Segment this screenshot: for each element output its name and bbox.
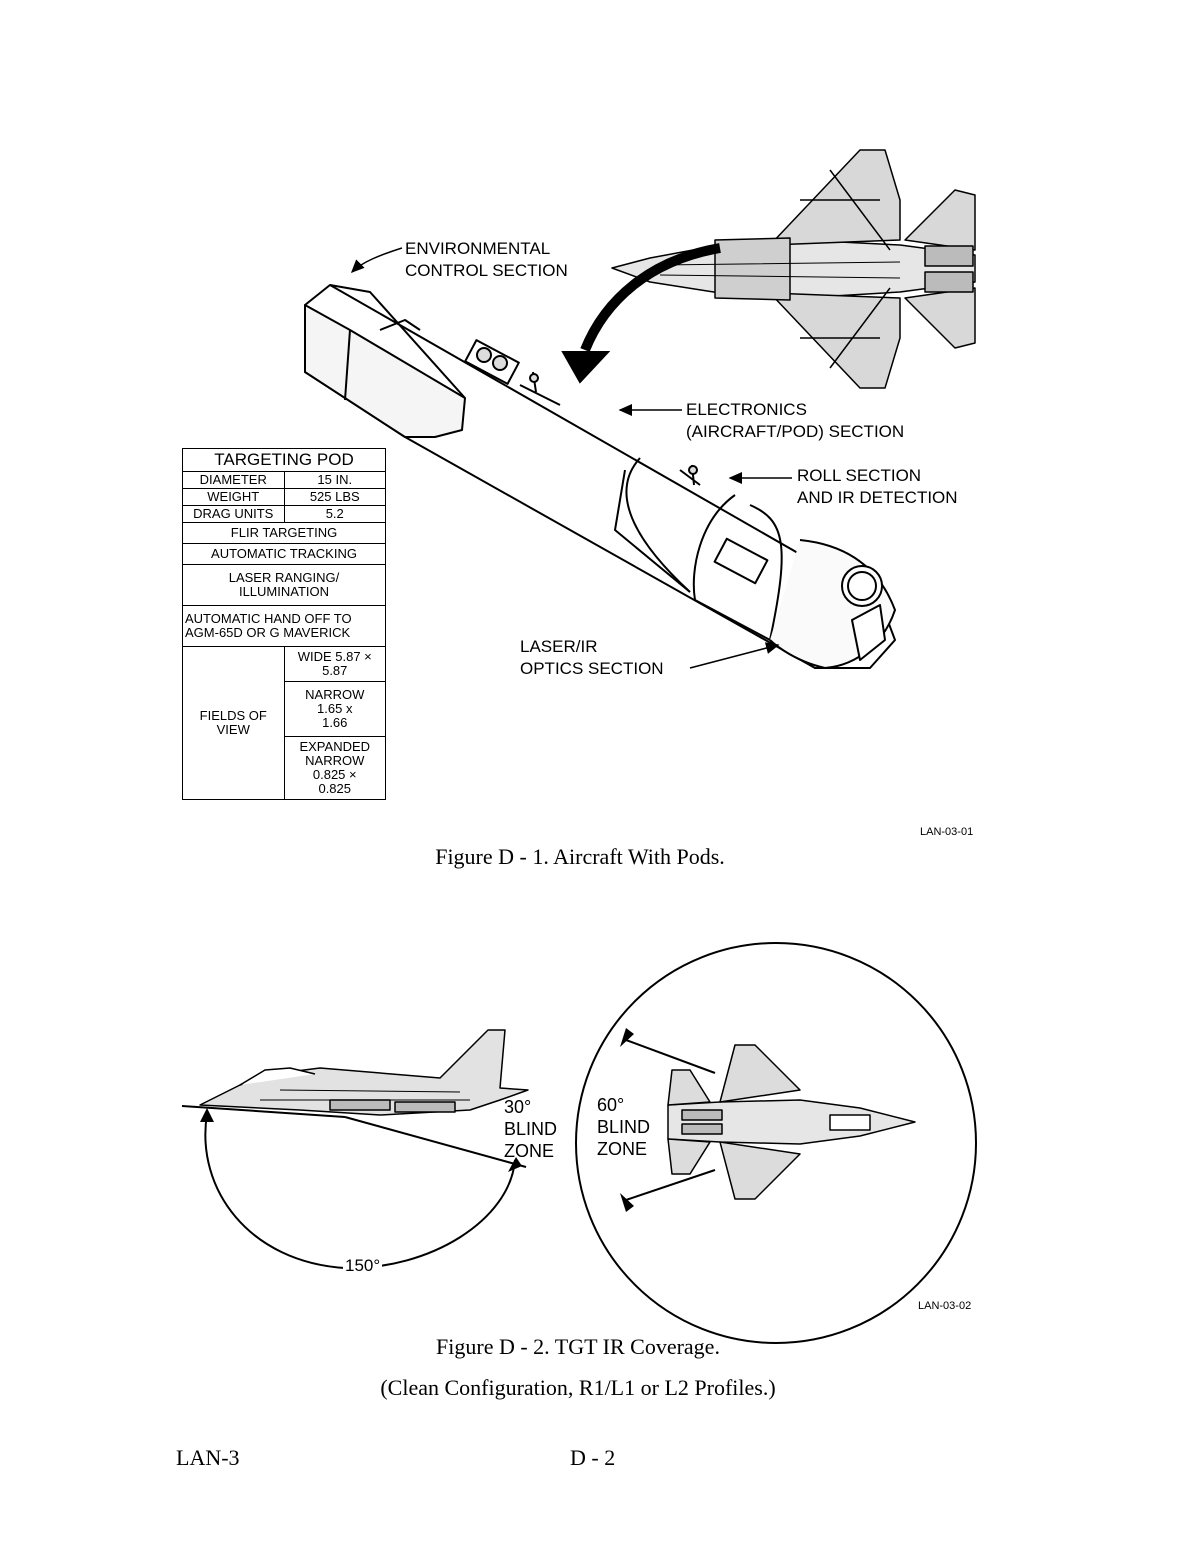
roll-section-label: ROLL SECTION AND IR DETECTION bbox=[797, 465, 958, 509]
fov-value: WIDE 5.87 × 5.87 bbox=[283, 646, 386, 682]
fields-of-view-label: FIELDS OF VIEW bbox=[182, 646, 285, 800]
electronics-label-line2: (AIRCRAFT/POD) SECTION bbox=[686, 422, 905, 441]
table-row-value: 525 LBS bbox=[283, 488, 386, 506]
aircraft-side-view bbox=[199, 1029, 529, 1116]
electronics-label: ELECTRONICS (AIRCRAFT/POD) SECTION bbox=[686, 399, 904, 443]
figure2-code: LAN-03-02 bbox=[918, 1300, 972, 1312]
side-blind-angle: 30° bbox=[504, 1097, 532, 1117]
footer-page-number: D - 2 bbox=[570, 1445, 616, 1470]
side-arc-label: 150° bbox=[343, 1255, 383, 1277]
table-row-label: DRAG UNITS bbox=[182, 505, 285, 523]
environmental-label: ENVIRONMENTAL CONTROL SECTION bbox=[405, 238, 568, 282]
top-blind-zone-label: 60° BLIND ZONE bbox=[597, 1094, 650, 1160]
laser-optics-label: LASER/IR OPTICS SECTION bbox=[520, 636, 664, 680]
table-row-value: 5.2 bbox=[283, 505, 386, 523]
electronics-label-line1: ELECTRONICS bbox=[686, 400, 807, 419]
table-feature: LASER RANGING/ ILLUMINATION bbox=[182, 564, 386, 606]
side-blind-word: BLIND bbox=[504, 1119, 558, 1139]
top-zone-word: ZONE bbox=[597, 1139, 648, 1159]
top-blind-word: BLIND bbox=[597, 1117, 651, 1137]
roll-label-line2: AND IR DETECTION bbox=[797, 488, 958, 507]
fov-value: NARROW 1.65 x 1.66 bbox=[283, 681, 386, 737]
blind-zone-lines bbox=[625, 1039, 716, 1201]
figure2-caption: Figure D - 2. TGT IR Coverage. bbox=[436, 1334, 720, 1359]
table-row-value: 15 IN. bbox=[283, 471, 386, 489]
coverage-circle bbox=[575, 942, 977, 1344]
leader-lines-fig1 bbox=[350, 247, 792, 669]
table-feature: AUTOMATIC HAND OFF TO AGM-65D OR G MAVER… bbox=[182, 605, 386, 647]
environmental-label-line1: ENVIRONMENTAL bbox=[405, 239, 551, 258]
table-feature: AUTOMATIC TRACKING bbox=[182, 543, 386, 565]
fov-value: EXPANDED NARROW 0.825 × 0.825 bbox=[283, 736, 386, 800]
laser-label-line2: OPTICS SECTION bbox=[520, 659, 664, 678]
laser-label-line1: LASER/IR bbox=[520, 637, 598, 656]
figure1-caption: Figure D - 1. Aircraft With Pods. bbox=[435, 844, 725, 869]
aircraft-top-view-2 bbox=[667, 1044, 916, 1200]
roll-label-line1: ROLL SECTION bbox=[797, 466, 922, 485]
side-blind-zone-label: 30° BLIND ZONE bbox=[504, 1096, 557, 1162]
table-title: TARGETING POD bbox=[182, 448, 386, 472]
targeting-pod-spec-table: TARGETING POD DIAMETER 15 IN. WEIGHT 525… bbox=[182, 448, 386, 800]
footer-document-id: LAN-3 bbox=[176, 1445, 240, 1470]
table-row-label: WEIGHT bbox=[182, 488, 285, 506]
environmental-label-line2: CONTROL SECTION bbox=[405, 261, 568, 280]
targeting-pod-drawing bbox=[304, 284, 896, 669]
curved-arrow bbox=[580, 243, 721, 352]
top-blind-angle: 60° bbox=[597, 1095, 625, 1115]
table-feature: FLIR TARGETING bbox=[182, 522, 386, 544]
figure2-subcaption: (Clean Configuration, R1/L1 or L2 Profil… bbox=[380, 1375, 776, 1400]
side-zone-word: ZONE bbox=[504, 1141, 555, 1161]
table-row-label: DIAMETER bbox=[182, 471, 285, 489]
side-coverage-lines bbox=[181, 1105, 527, 1270]
figure1-code: LAN-03-01 bbox=[920, 826, 974, 838]
